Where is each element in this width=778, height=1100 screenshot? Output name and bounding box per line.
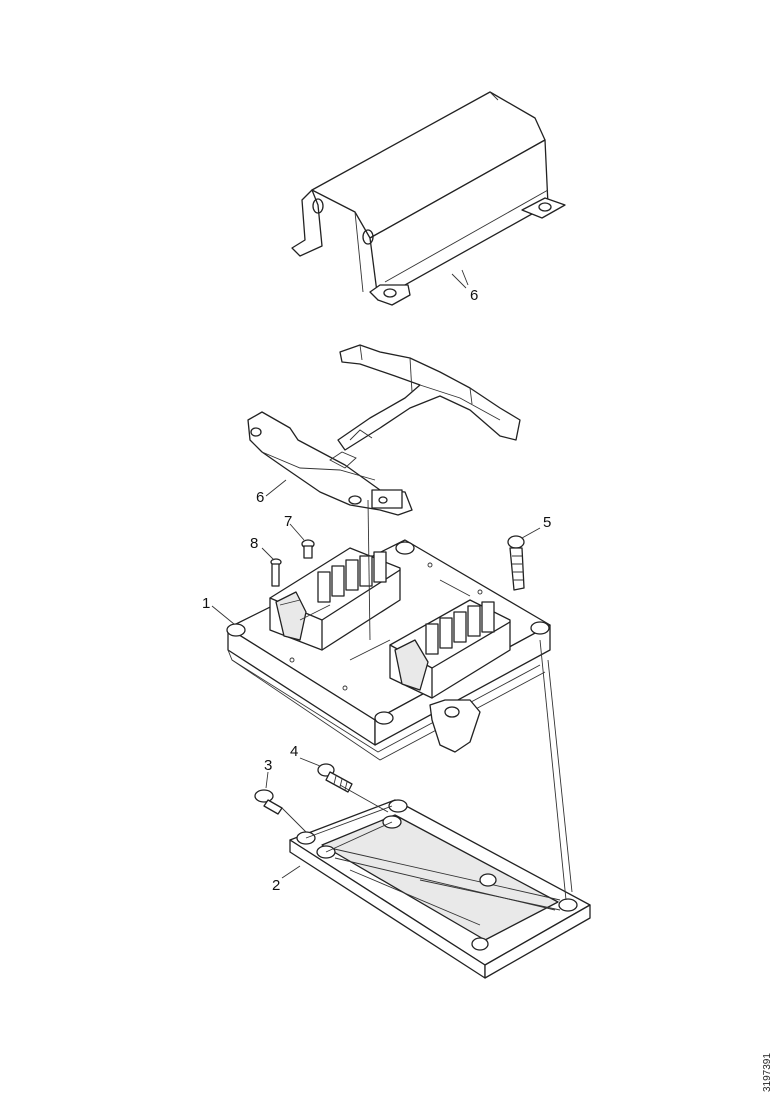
connector-pins-right — [425, 601, 495, 655]
assembly-guide-lines — [281, 639, 573, 901]
callout-5: 5 — [543, 514, 551, 531]
callout-6-upper: 6 — [470, 287, 478, 304]
long-bolt-part-5 — [507, 535, 525, 591]
screw-part-3 — [254, 789, 283, 815]
washer-screw-part-4 — [317, 763, 353, 793]
callout-1: 1 — [202, 595, 210, 612]
screw-part-7 — [301, 539, 315, 559]
callout-9: 8 — [250, 535, 258, 552]
screw-part-9 — [270, 558, 282, 587]
callout-2: 2 — [272, 877, 280, 894]
callout-4: 4 — [290, 743, 298, 760]
callout-3: 3 — [264, 757, 272, 774]
callout-6-lower: 6 — [256, 489, 264, 506]
top-cover-bracket — [291, 91, 566, 306]
callout-leaders — [211, 273, 541, 879]
control-unit-body — [226, 499, 551, 761]
callout-7: 7 — [284, 513, 292, 530]
harness-bracket — [247, 344, 521, 516]
base-plate — [289, 799, 591, 979]
callout-labels: 1 2 3 4 5 6 6 7 8 — [202, 287, 551, 894]
figure-id: 3197391 — [762, 1053, 773, 1092]
